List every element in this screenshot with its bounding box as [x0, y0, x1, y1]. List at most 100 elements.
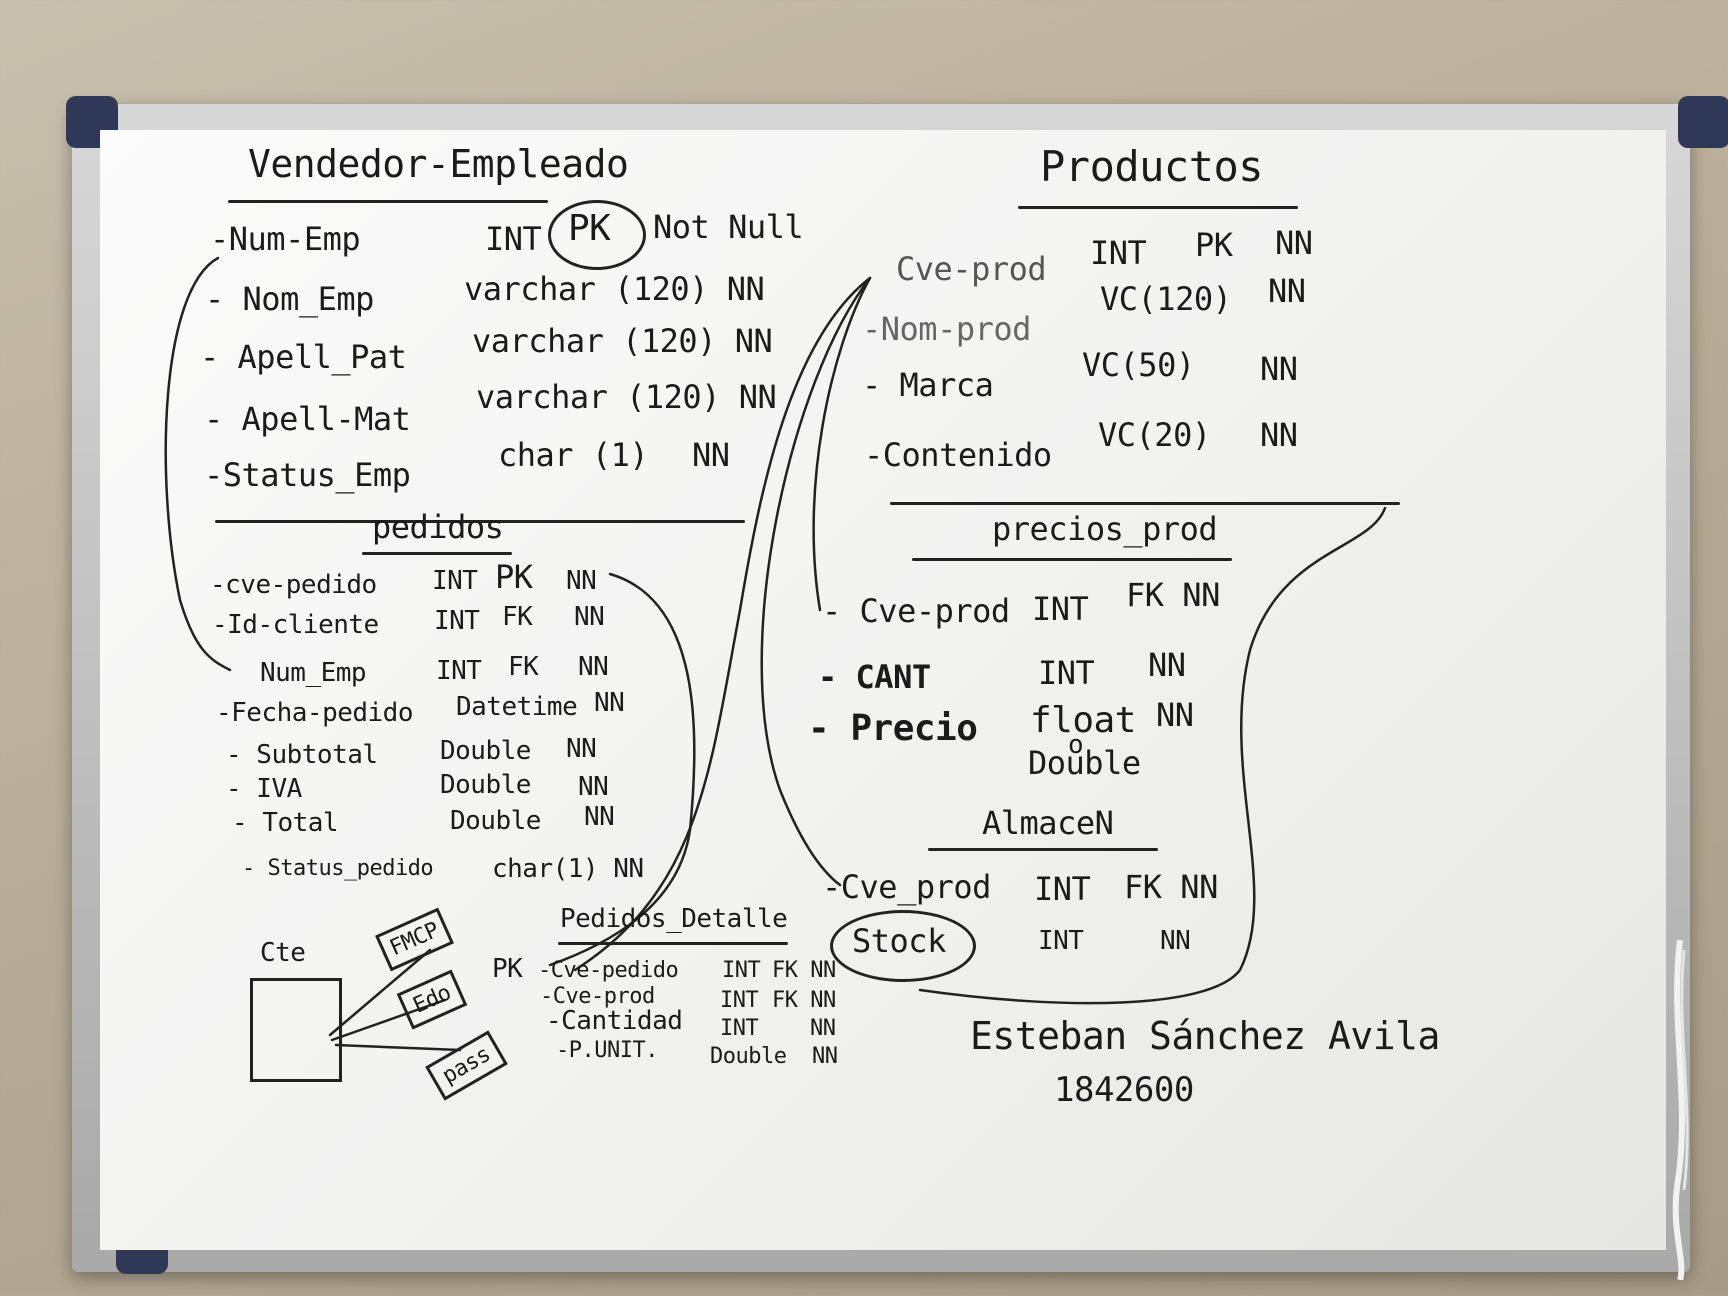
pedidos-row-2-fk: FK: [508, 652, 539, 682]
precios-row-2-nn: NN: [1156, 696, 1194, 734]
precios-row-3-type: Double: [1028, 744, 1141, 782]
vendedor-row-0-name: -Num-Emp: [210, 220, 361, 258]
productos-divider: [890, 502, 1400, 505]
author-name: Esteban Sánchez Avila: [970, 1014, 1440, 1058]
vendedor-row-1-name: - Nom_Emp: [205, 280, 374, 318]
detalle-row-2-type: INT: [720, 1016, 759, 1041]
almacen-row-1-type: INT: [1038, 926, 1084, 956]
productos-row-2-nn: NN: [1260, 350, 1298, 388]
precios-title-underline: [912, 558, 1232, 561]
productos-row-2-name: - Marca: [862, 366, 994, 404]
detalle-row-2-nn: NN: [810, 1016, 836, 1041]
power-cable: [1672, 940, 1689, 1280]
vendedor-row-4-type: char (1): [498, 436, 649, 474]
almacen-title-underline: [928, 848, 1158, 851]
detalle-row-0-fknn: FK NN: [772, 958, 836, 983]
vendedor-row-2-name: - Apell_Pat: [200, 338, 407, 376]
almacen-row-1-name: Stock: [852, 922, 946, 960]
almacen-row-0-fknn: FK NN: [1124, 868, 1218, 906]
precios-row-0-fknn: FK NN: [1126, 576, 1220, 614]
productos-row-3-nn: NN: [1260, 416, 1298, 454]
pedidos-row-5-nn: NN: [578, 772, 609, 802]
sketch-box: [250, 978, 342, 1082]
sketch-tag-1: Edo: [396, 969, 468, 1030]
pedidos-row-0-nn: NN: [566, 566, 597, 596]
productos-row-0-name: Cve-prod: [896, 250, 1047, 288]
vendedor-divider: [215, 520, 745, 523]
productos-row-2-type: VC(50): [1082, 346, 1195, 384]
precios-row-0-type: INT: [1032, 590, 1089, 628]
precios-row-2-name: - Precio: [808, 708, 978, 749]
detalle-row-3-name: -P.UNIT.: [556, 1038, 658, 1063]
pedidos-title-underline: [362, 552, 512, 555]
productos-row-1-nn: NN: [1268, 272, 1306, 310]
pedidos-row-5-type: Double: [440, 770, 531, 800]
pedidos-row-1-type: INT: [434, 606, 480, 636]
detalle-row-1-type: INT: [720, 988, 759, 1013]
precios-row-1-name: - CANT: [818, 658, 931, 696]
pedidos-row-1-nn: NN: [574, 602, 605, 632]
productos-row-3-type: VC(20): [1098, 416, 1211, 454]
pedidos-row-3-nn: NN: [594, 688, 625, 718]
pk-circle: [548, 200, 646, 270]
precios-row-1-type: INT: [1038, 654, 1095, 692]
detalle-row-0-type: INT: [722, 958, 761, 983]
vendedor-row-4-nn: NN: [692, 436, 730, 474]
vendedor-row-4-name: -Status_Emp: [204, 456, 411, 494]
pedidos-row-7-type: char(1) NN: [492, 854, 644, 884]
pedidos-row-1-fk: FK: [502, 602, 533, 632]
stock-circle: [830, 910, 976, 982]
vendedor-row-3-name: - Apell-Mat: [204, 400, 411, 438]
pedidos-row-4-type: Double: [440, 736, 531, 766]
pedidos-row-4-name: - Subtotal: [226, 740, 378, 770]
frame-corner-top-right: [1678, 96, 1728, 148]
almacen-row-0-name: -Cve_prod: [822, 868, 991, 906]
pedidos-row-0-type: INT: [432, 566, 478, 596]
pedidos-row-2-nn: NN: [578, 652, 609, 682]
pedidos-row-7-name: - Status_pedido: [242, 856, 434, 881]
productos-title: Productos: [1040, 142, 1264, 191]
pedidos-row-2-type: INT: [436, 656, 482, 686]
almacen-row-1-nn: NN: [1160, 926, 1191, 956]
sketch-tag-2: pass: [425, 1030, 508, 1101]
productos-row-0-type: INT: [1090, 234, 1147, 272]
productos-row-3-name: -Contenido: [864, 436, 1052, 474]
pedidos-row-0-name: -cve-pedido: [210, 570, 377, 600]
pedidos-row-5-name: - IVA: [226, 774, 302, 804]
pedidos-row-3-type: Datetime: [456, 692, 578, 722]
detalle-row-0-name: -Cve-pedido: [538, 958, 679, 983]
pedidos-row-4-nn: NN: [566, 734, 597, 764]
detalle-row-3-type: Double: [710, 1044, 787, 1069]
vendedor-row-0-nn: Not Null: [653, 208, 804, 246]
detalle-row-1-name: -Cve-prod: [540, 984, 655, 1009]
almacen-row-0-type: INT: [1034, 870, 1091, 908]
precios-row-1-nn: NN: [1148, 646, 1186, 684]
sketch-tag-0: FMCP: [375, 907, 454, 972]
precios-row-0-name: - Cve-prod: [822, 592, 1010, 630]
almacen-title: AlmaceN: [982, 804, 1114, 842]
vendedor-row-0-pk: PK: [568, 208, 611, 249]
productos-row-0-nn: NN: [1275, 224, 1313, 262]
productos-row-0-pk: PK: [1195, 226, 1233, 264]
sketch-label: Cte: [260, 938, 306, 968]
author-id: 1842600: [1054, 1070, 1194, 1110]
detalle-title-underline: [558, 942, 788, 945]
pedidos-title: pedidos: [372, 508, 504, 546]
precios-row-2-type: float: [1030, 700, 1136, 741]
pedidos-row-1-name: -Id-cliente: [212, 610, 379, 640]
detalle-pk-label: PK: [492, 954, 523, 984]
link-cveprod-almacen: [760, 276, 872, 887]
pedidos-row-6-nn: NN: [584, 802, 615, 832]
vendedor-title-underline: [228, 200, 548, 203]
whiteboard-surface: Vendedor-Empleado -Num-Emp INT PK Not Nu…: [100, 130, 1666, 1250]
vendedor-row-1-type: varchar (120) NN: [464, 270, 765, 308]
productos-row-1-name: -Nom-prod: [862, 310, 1031, 348]
pedidos-row-2-name: Num_Emp: [260, 658, 367, 688]
pedidos-row-6-type: Double: [450, 806, 541, 836]
pedidos-row-3-name: -Fecha-pedido: [216, 698, 414, 728]
pedidos-row-6-name: - Total: [232, 808, 339, 838]
productos-title-underline: [1018, 206, 1298, 209]
vendedor-title: Vendedor-Empleado: [248, 142, 629, 186]
detalle-row-2-name: -Cantidad: [546, 1006, 683, 1036]
detalle-row-1-fknn: FK NN: [772, 988, 836, 1013]
